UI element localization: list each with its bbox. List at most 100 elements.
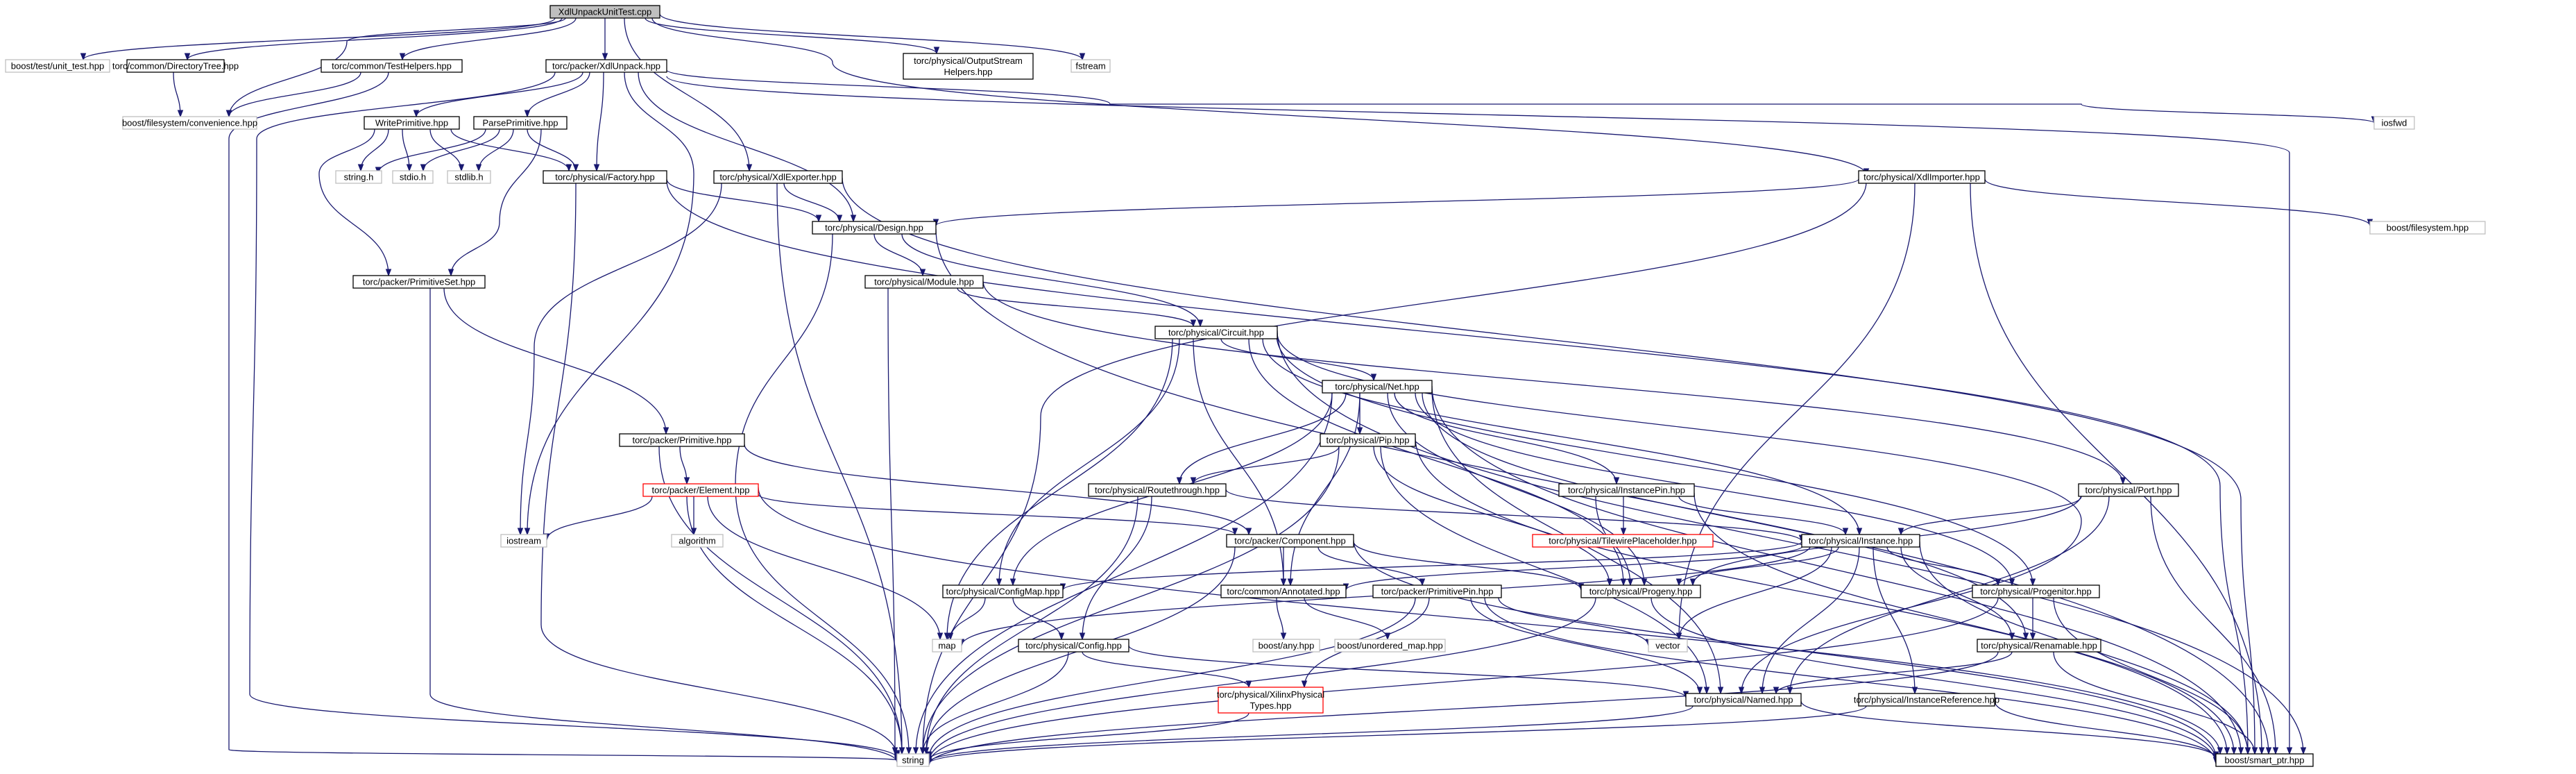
- edge-xdlunpack-to-smart_ptr: [666, 76, 2293, 755]
- node-label: iosfwd: [2382, 118, 2407, 128]
- node-label: iostream: [506, 536, 541, 546]
- edge-xdlexporter-to-string: [776, 183, 905, 755]
- node-label: torc/common/Annotated.hpp: [1227, 587, 1340, 597]
- node-port: torc/physical/Port.hpp: [2078, 483, 2179, 497]
- node-writeprim: WritePrimitive.hpp: [364, 116, 460, 130]
- node-progenitor: torc/physical/Progenitor.hpp: [1972, 584, 2100, 598]
- node-xdlunpack: torc/packer/XdlUnpack.hpp: [545, 59, 667, 73]
- edge-element-to-iostream: [543, 496, 653, 541]
- edge-instancepin-to-smart_ptr: [1694, 492, 2237, 755]
- edge-progenitor-to-smart_ptr: [2053, 597, 2251, 755]
- edge-configmap-to-config: [1012, 597, 1065, 641]
- node-label: torc/packer/Primitive.hpp: [632, 435, 731, 446]
- edge-factory-to-string: [540, 183, 901, 758]
- node-xdlimporter: torc/physical/XdlImporter.hpp: [1858, 170, 1986, 184]
- edge-factory-to-design: [666, 178, 822, 223]
- node-stdio_h: stdio.h: [392, 170, 434, 184]
- dependency-edges: [80, 13, 2378, 766]
- node-label: XdlUnpackUnitTest.cpp: [558, 7, 651, 17]
- edge-instance-to-progeny: [1675, 546, 1839, 587]
- node-label: vector: [1655, 641, 1680, 651]
- node-primpin: torc/packer/PrimitivePin.hpp: [1372, 584, 1502, 598]
- node-instancepin: torc/physical/InstancePin.hpp: [1558, 483, 1695, 497]
- edge-pip-to-routethrough: [1190, 446, 1340, 485]
- node-algorithm: algorithm: [671, 534, 724, 548]
- node-boost_any: boost/any.hpp: [1252, 639, 1320, 653]
- node-label: torc/physical/InstanceReference.hpp: [1854, 695, 1999, 705]
- edge-config-to-xilinxtypes: [1082, 651, 1252, 689]
- edge-xdlunpack-to-factory: [593, 71, 604, 172]
- edge-named-to-string: [926, 705, 1694, 764]
- node-label: torc/physical/Named.hpp: [1694, 695, 1793, 705]
- node-instanceref: torc/physical/InstanceReference.hpp: [1854, 693, 1999, 707]
- edge-circuit-to-progeny: [1248, 338, 1634, 587]
- edge-net-to-routethrough: [1176, 392, 1347, 485]
- node-label: torc/physical/XdlExporter.hpp: [719, 172, 836, 183]
- node-root: XdlUnpackUnitTest.cpp: [549, 5, 660, 19]
- edge-testhelpers-to-fs_convenience: [225, 71, 361, 118]
- edge-circuit-to-configmap: [996, 338, 1180, 587]
- edge-circuit-to-annotated: [1193, 338, 1287, 587]
- edge-component-to-annotated: [1280, 546, 1287, 587]
- node-unordered_map: boost/unordered_map.hpp: [1334, 639, 1446, 653]
- edge-writeprim-to-stdio_h: [402, 128, 413, 172]
- node-iostream: iostream: [500, 534, 547, 548]
- edge-annotated-to-boost_any: [1276, 597, 1287, 641]
- node-label: map: [938, 641, 955, 651]
- edge-instanceref-to-string: [926, 705, 1867, 765]
- node-component: torc/packer/Component.hpp: [1226, 534, 1354, 548]
- node-label: torc/physical/Design.hpp: [825, 223, 923, 233]
- edge-xdlimporter-to-smart_ptr: [1970, 183, 2265, 755]
- node-routethrough: torc/physical/Routethrough.hpp: [1088, 483, 1227, 497]
- node-element: torc/packer/Element.hpp: [642, 483, 759, 497]
- edge-primset-to-string: [429, 288, 901, 764]
- node-label: torc/physical/Factory.hpp: [555, 172, 655, 183]
- edge-named-to-smart_ptr: [1800, 700, 2219, 759]
- edge-primitive-to-component: [744, 444, 1252, 536]
- node-smart_ptr: boost/smart_ptr.hpp: [2215, 753, 2314, 767]
- edge-routethrough-to-instance: [1225, 489, 1805, 543]
- node-label: Types.hpp: [1250, 700, 1292, 711]
- node-label: fstream: [1075, 61, 1105, 71]
- node-label: torc/physical/Pip.hpp: [1327, 435, 1410, 446]
- edge-primset-to-primitive: [443, 287, 669, 435]
- node-primitive: torc/packer/Primitive.hpp: [619, 433, 745, 447]
- node-label: torc/physical/ConfigMap.hpp: [946, 587, 1059, 597]
- node-dirtree: torc/common/DirectoryTree.hpp: [112, 59, 239, 73]
- node-primset: torc/packer/PrimitiveSet.hpp: [352, 275, 486, 289]
- node-design: torc/physical/Design.hpp: [812, 221, 937, 235]
- node-label: stdio.h: [400, 172, 426, 183]
- node-circuit: torc/physical/Circuit.hpp: [1154, 326, 1278, 339]
- edge-component-to-primpin: [1317, 546, 1426, 587]
- edge-xdlunpack-to-writeprim: [413, 71, 583, 118]
- edge-routethrough-to-config: [1079, 496, 1152, 641]
- edge-port-to-smart_ptr: [2150, 496, 2279, 755]
- node-label: torc/physical/Instance.hpp: [1809, 536, 1913, 546]
- edge-component-to-progeny: [1353, 541, 1585, 591]
- node-fstream: fstream: [1071, 59, 1111, 73]
- file-nodes: XdlUnpackUnitTest.cpp boost/test/unit_tes…: [5, 5, 2486, 767]
- edge-root-to-xdlexporter: [624, 17, 753, 172]
- node-label: torc/packer/Element.hpp: [652, 485, 750, 496]
- node-label: ParsePrimitive.hpp: [482, 118, 558, 128]
- edge-progenitor-to-renamable: [2029, 598, 2036, 641]
- edge-design-to-circuit: [901, 233, 1204, 328]
- edge-xdlunpack-to-design: [638, 71, 857, 223]
- node-label: torc/physical/XdlImporter.hpp: [1863, 172, 1980, 183]
- node-label: torc/common/DirectoryTree.hpp: [112, 61, 239, 71]
- edge-xdlexporter-to-smart_ptr: [842, 177, 2258, 755]
- edge-module-to-port: [982, 280, 2126, 485]
- edge-instance-to-configmap: [1059, 541, 1802, 591]
- edge-root-to-ostream_helpers: [645, 17, 940, 55]
- edge-writeprim-to-primset: [318, 128, 392, 277]
- node-label: torc/physical/Circuit.hpp: [1168, 328, 1264, 338]
- node-label: torc/physical/Config.hpp: [1025, 641, 1122, 651]
- edge-instance-to-vector: [1675, 546, 1832, 641]
- node-config: torc/physical/Config.hpp: [1018, 639, 1129, 653]
- edge-dirtree-to-fs_convenience: [173, 71, 184, 118]
- edge-instance-to-progenitor: [1886, 546, 2002, 587]
- node-unit_test: boost/test/unit_test.hpp: [5, 59, 110, 73]
- edge-design-to-module: [873, 233, 926, 277]
- edge-circuit-to-net: [1220, 338, 1377, 382]
